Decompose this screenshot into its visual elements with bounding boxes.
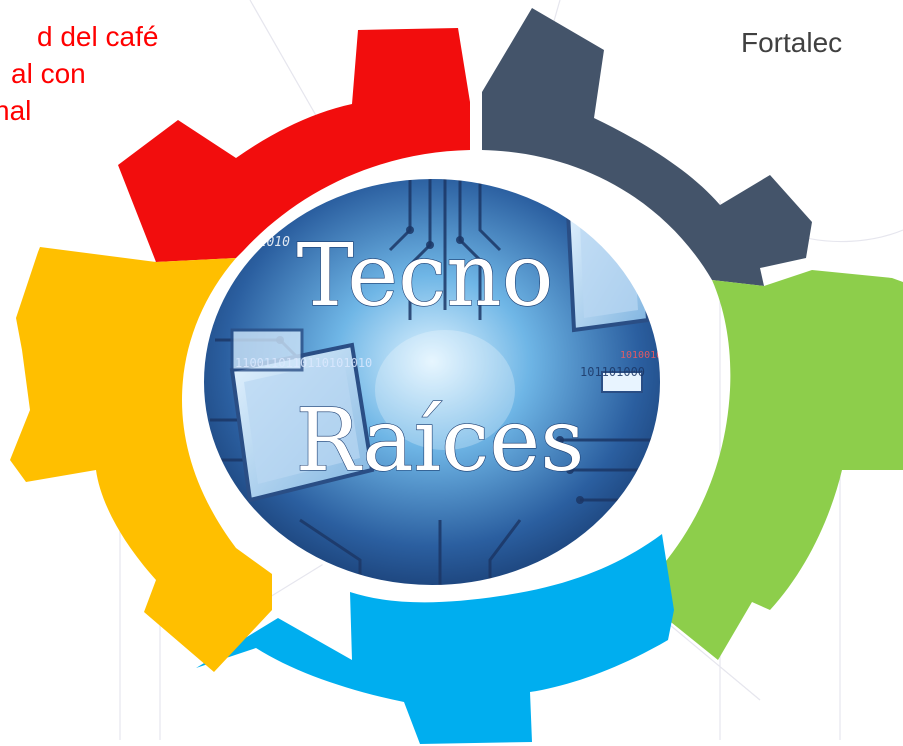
gear-segment-blue <box>196 534 674 744</box>
gear-segment-yellow <box>10 247 272 672</box>
gear-segment-red <box>118 28 470 262</box>
red-caption: d del café al con nal <box>0 18 158 129</box>
binary-text: 1100110110110101010 <box>235 356 372 370</box>
gear-segment-green <box>646 270 903 660</box>
tech-oval: 001010 1100110110110101010 101101000 101… <box>200 175 692 589</box>
monitor-icon <box>229 328 375 503</box>
red-caption-line: nal <box>0 95 32 126</box>
title-line-1: Tecno <box>297 226 554 326</box>
title-line-2: Raíces <box>296 391 585 491</box>
binary-text: 101001001010 <box>620 350 692 361</box>
dark-caption: Fortalec <box>741 27 843 58</box>
binary-text: 101101000 <box>580 365 645 379</box>
red-caption-line: al con <box>11 58 86 89</box>
red-caption-line: d del café <box>37 21 159 52</box>
gear-segment-dark <box>482 8 812 286</box>
